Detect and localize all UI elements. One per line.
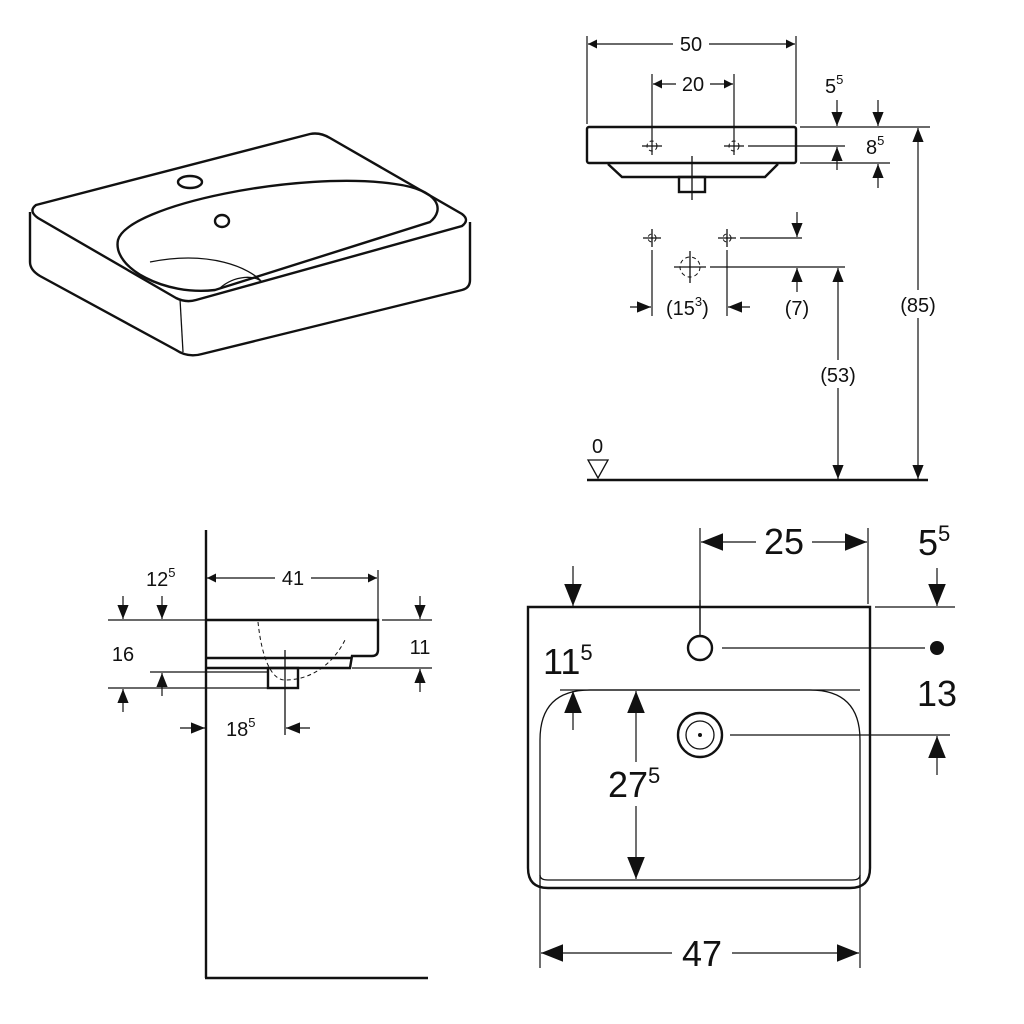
side-view: 41 125 16 11 185 (108, 530, 432, 980)
basin-side-profile (206, 618, 380, 670)
basin-front-edge (179, 298, 184, 353)
dim-bowl-depth: 275 (608, 763, 660, 805)
dim-wall-spacing: (153) (666, 294, 709, 320)
basin-top-outline (31, 132, 468, 303)
dim-tap-distance: 25 (764, 521, 804, 562)
dim-tap-hole-offset: 115 (543, 640, 593, 682)
tap-hole-reference-dot (930, 641, 944, 655)
drain-plan (676, 711, 724, 759)
basin-top-outline-plan (526, 605, 872, 890)
floor-level-label: 0 (592, 436, 603, 458)
overflow-hole (213, 213, 231, 229)
dim-total-height: (85) (900, 295, 936, 317)
bowl-outline (116, 179, 439, 293)
dim-drain-distance: 185 (226, 715, 255, 741)
dim-tap-height: 85 (866, 133, 884, 159)
dim-top-offset: 55 (825, 72, 843, 98)
isometric-view (28, 132, 472, 357)
basin-left-face (28, 212, 472, 357)
dim-tap-spacing: 20 (682, 74, 704, 96)
dim-wall-offset: (7) (785, 298, 809, 320)
tap-hole-plan (686, 634, 714, 662)
dim-width-total: 50 (680, 34, 702, 56)
dim-rim-height: 11 (410, 637, 431, 659)
bowl-drain-curve (149, 257, 263, 289)
dim-drain-height: (53) (820, 365, 856, 387)
dim-depth: 41 (282, 568, 304, 590)
dim-rear-offset: 55 (918, 521, 950, 563)
wall-connection-marks (643, 229, 736, 283)
top-view: 25 55 13 115 275 47 (526, 520, 957, 974)
dim-bowl-width: 47 (682, 933, 722, 974)
tap-hole (176, 174, 204, 190)
tap-hole-crosses (642, 140, 744, 152)
bowl-outline-plan (539, 689, 861, 888)
dim-bowl-height: 125 (146, 565, 175, 591)
floor-level-triangle (586, 459, 610, 480)
dim-total-height-side: 16 (112, 644, 134, 666)
front-view: 50 20 55 85 (85) (585, 30, 943, 482)
dim-drain-offset: 13 (917, 673, 957, 714)
